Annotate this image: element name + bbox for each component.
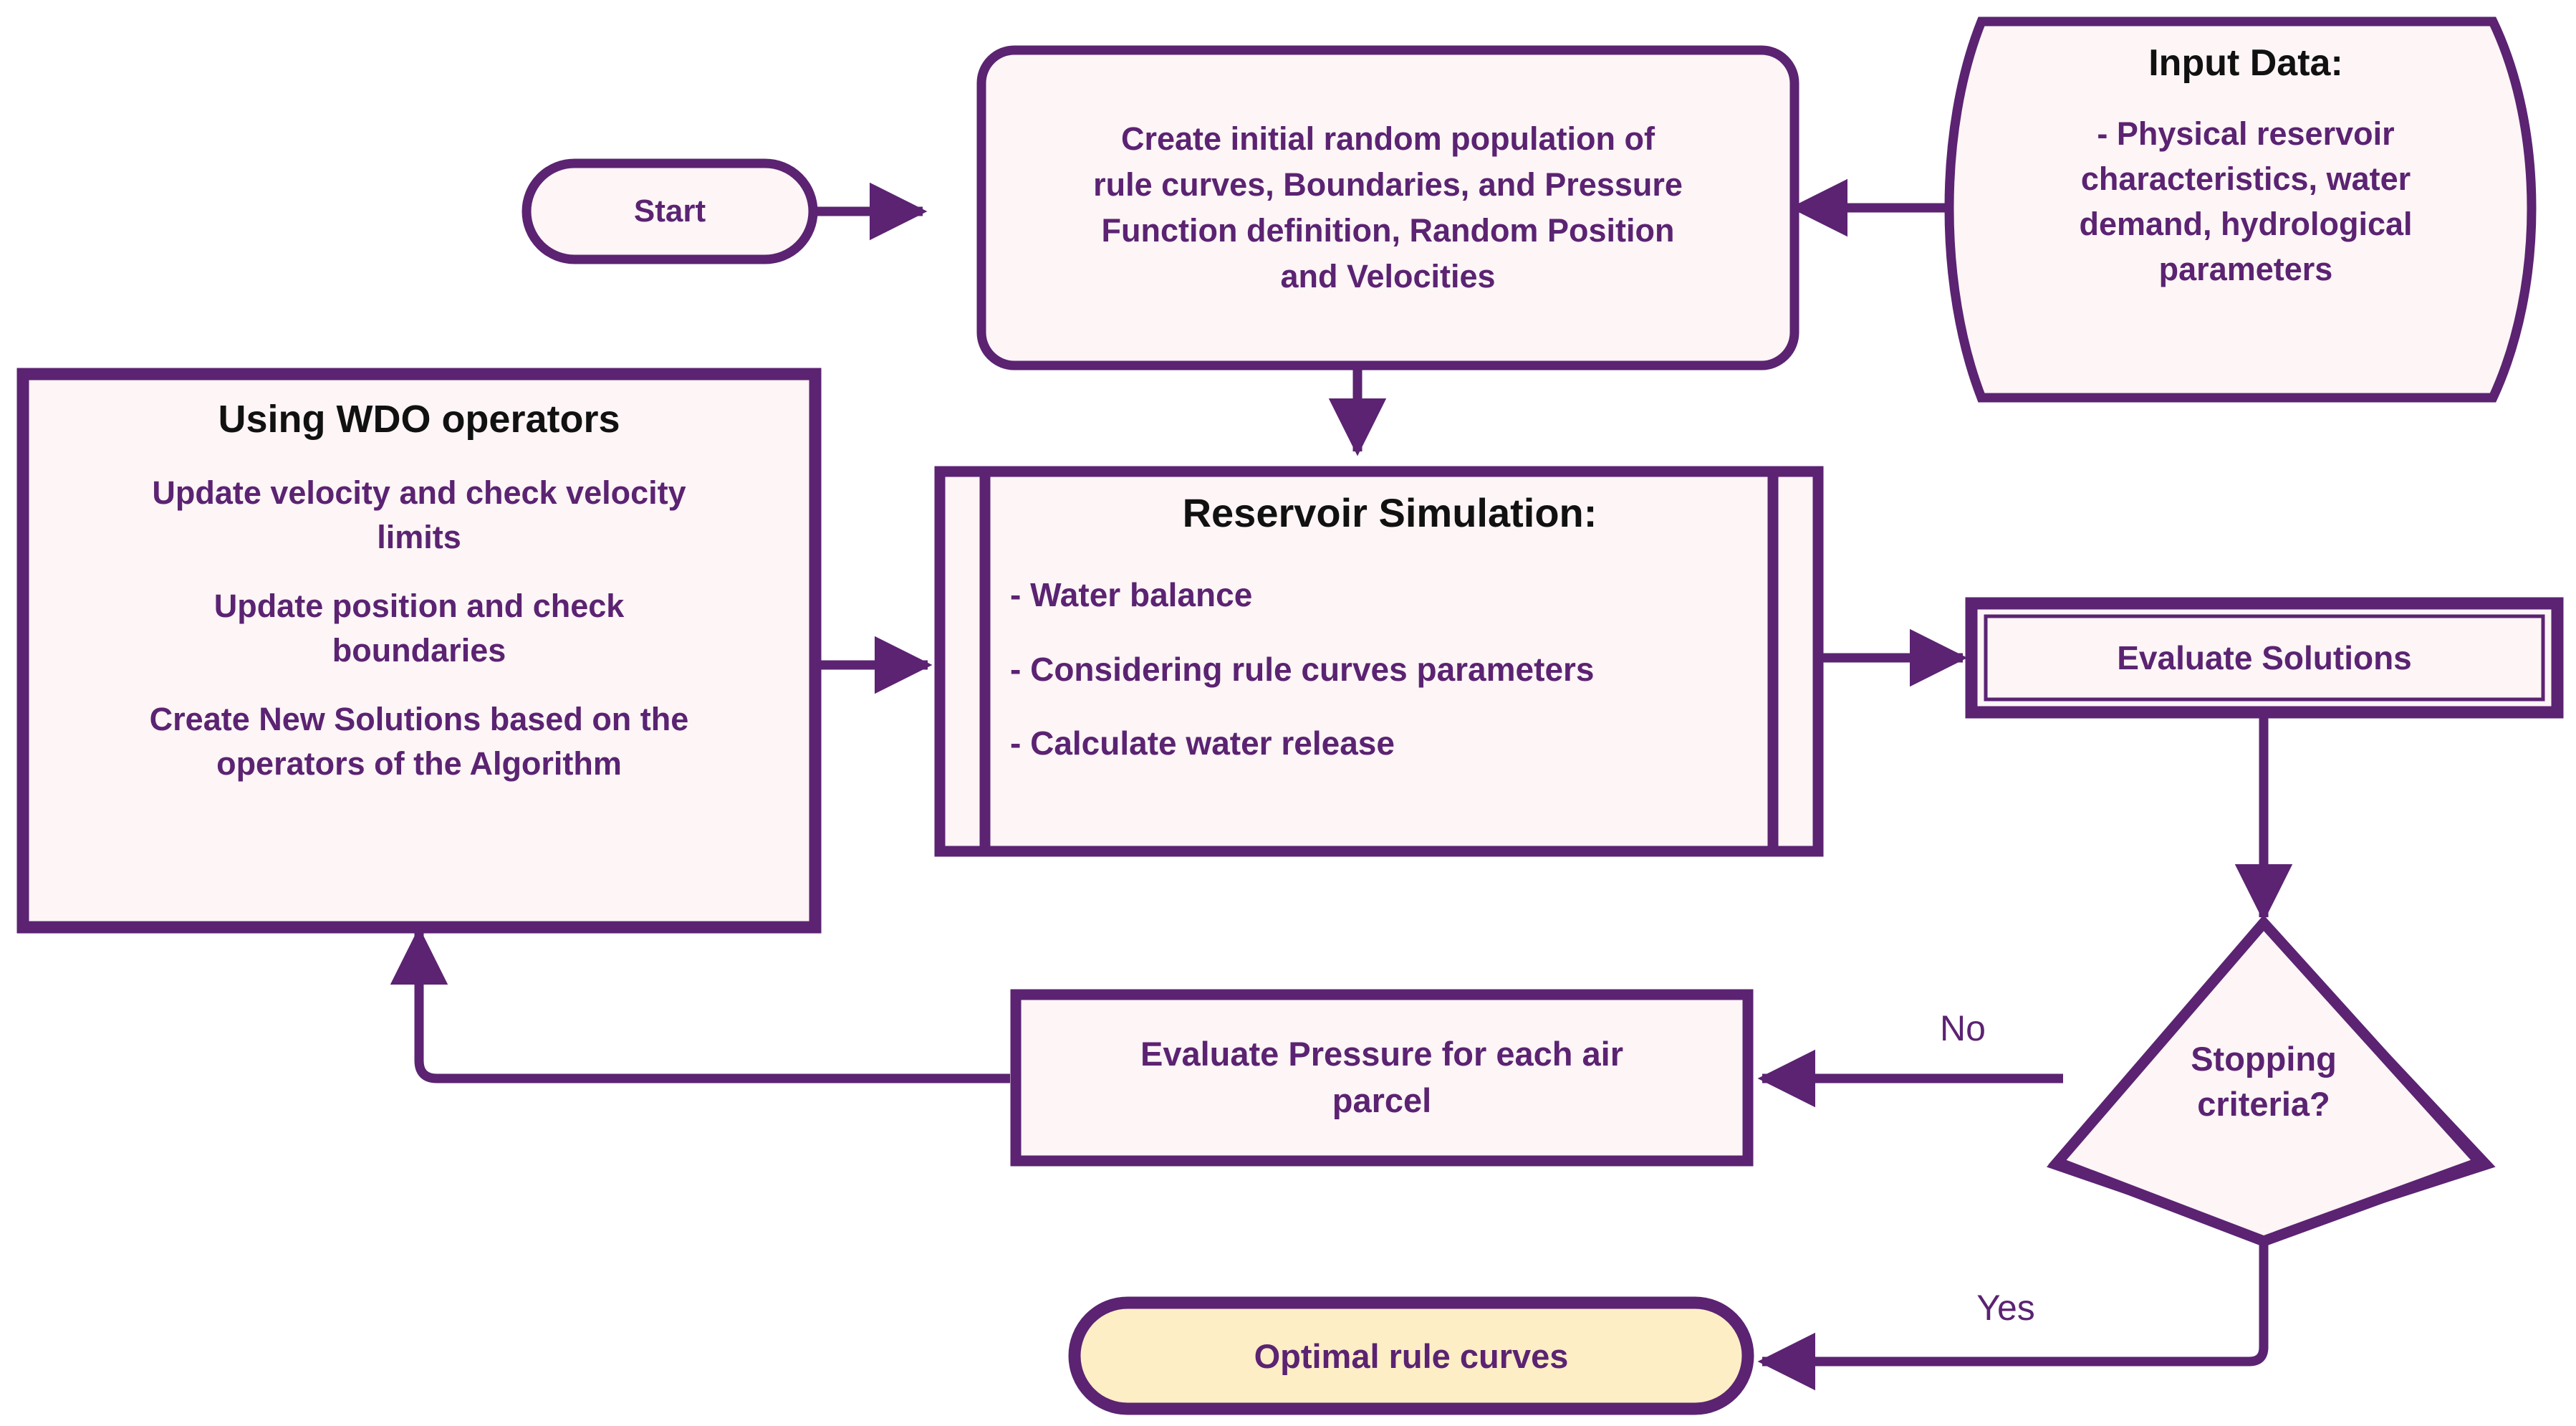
edge-stopping-yes bbox=[1757, 1238, 2269, 1391]
edge-pressure-to-wdo bbox=[390, 927, 1010, 1083]
shape-init[interactable] bbox=[976, 45, 1799, 370]
shape-reservoir-outer[interactable] bbox=[934, 466, 1824, 857]
shape-evaluate-pressure[interactable] bbox=[1010, 989, 1754, 1167]
shape-input-data[interactable] bbox=[1944, 16, 2537, 403]
shape-optimal[interactable] bbox=[1068, 1296, 1754, 1415]
shape-stopping-criteria-fix bbox=[2048, 914, 2490, 1248]
shape-start[interactable] bbox=[522, 158, 818, 264]
shape-wdo[interactable] bbox=[16, 368, 822, 934]
shape-evaluate-solutions-inner bbox=[1984, 614, 2545, 702]
shape-evaluate-solutions[interactable] bbox=[1965, 597, 2564, 719]
